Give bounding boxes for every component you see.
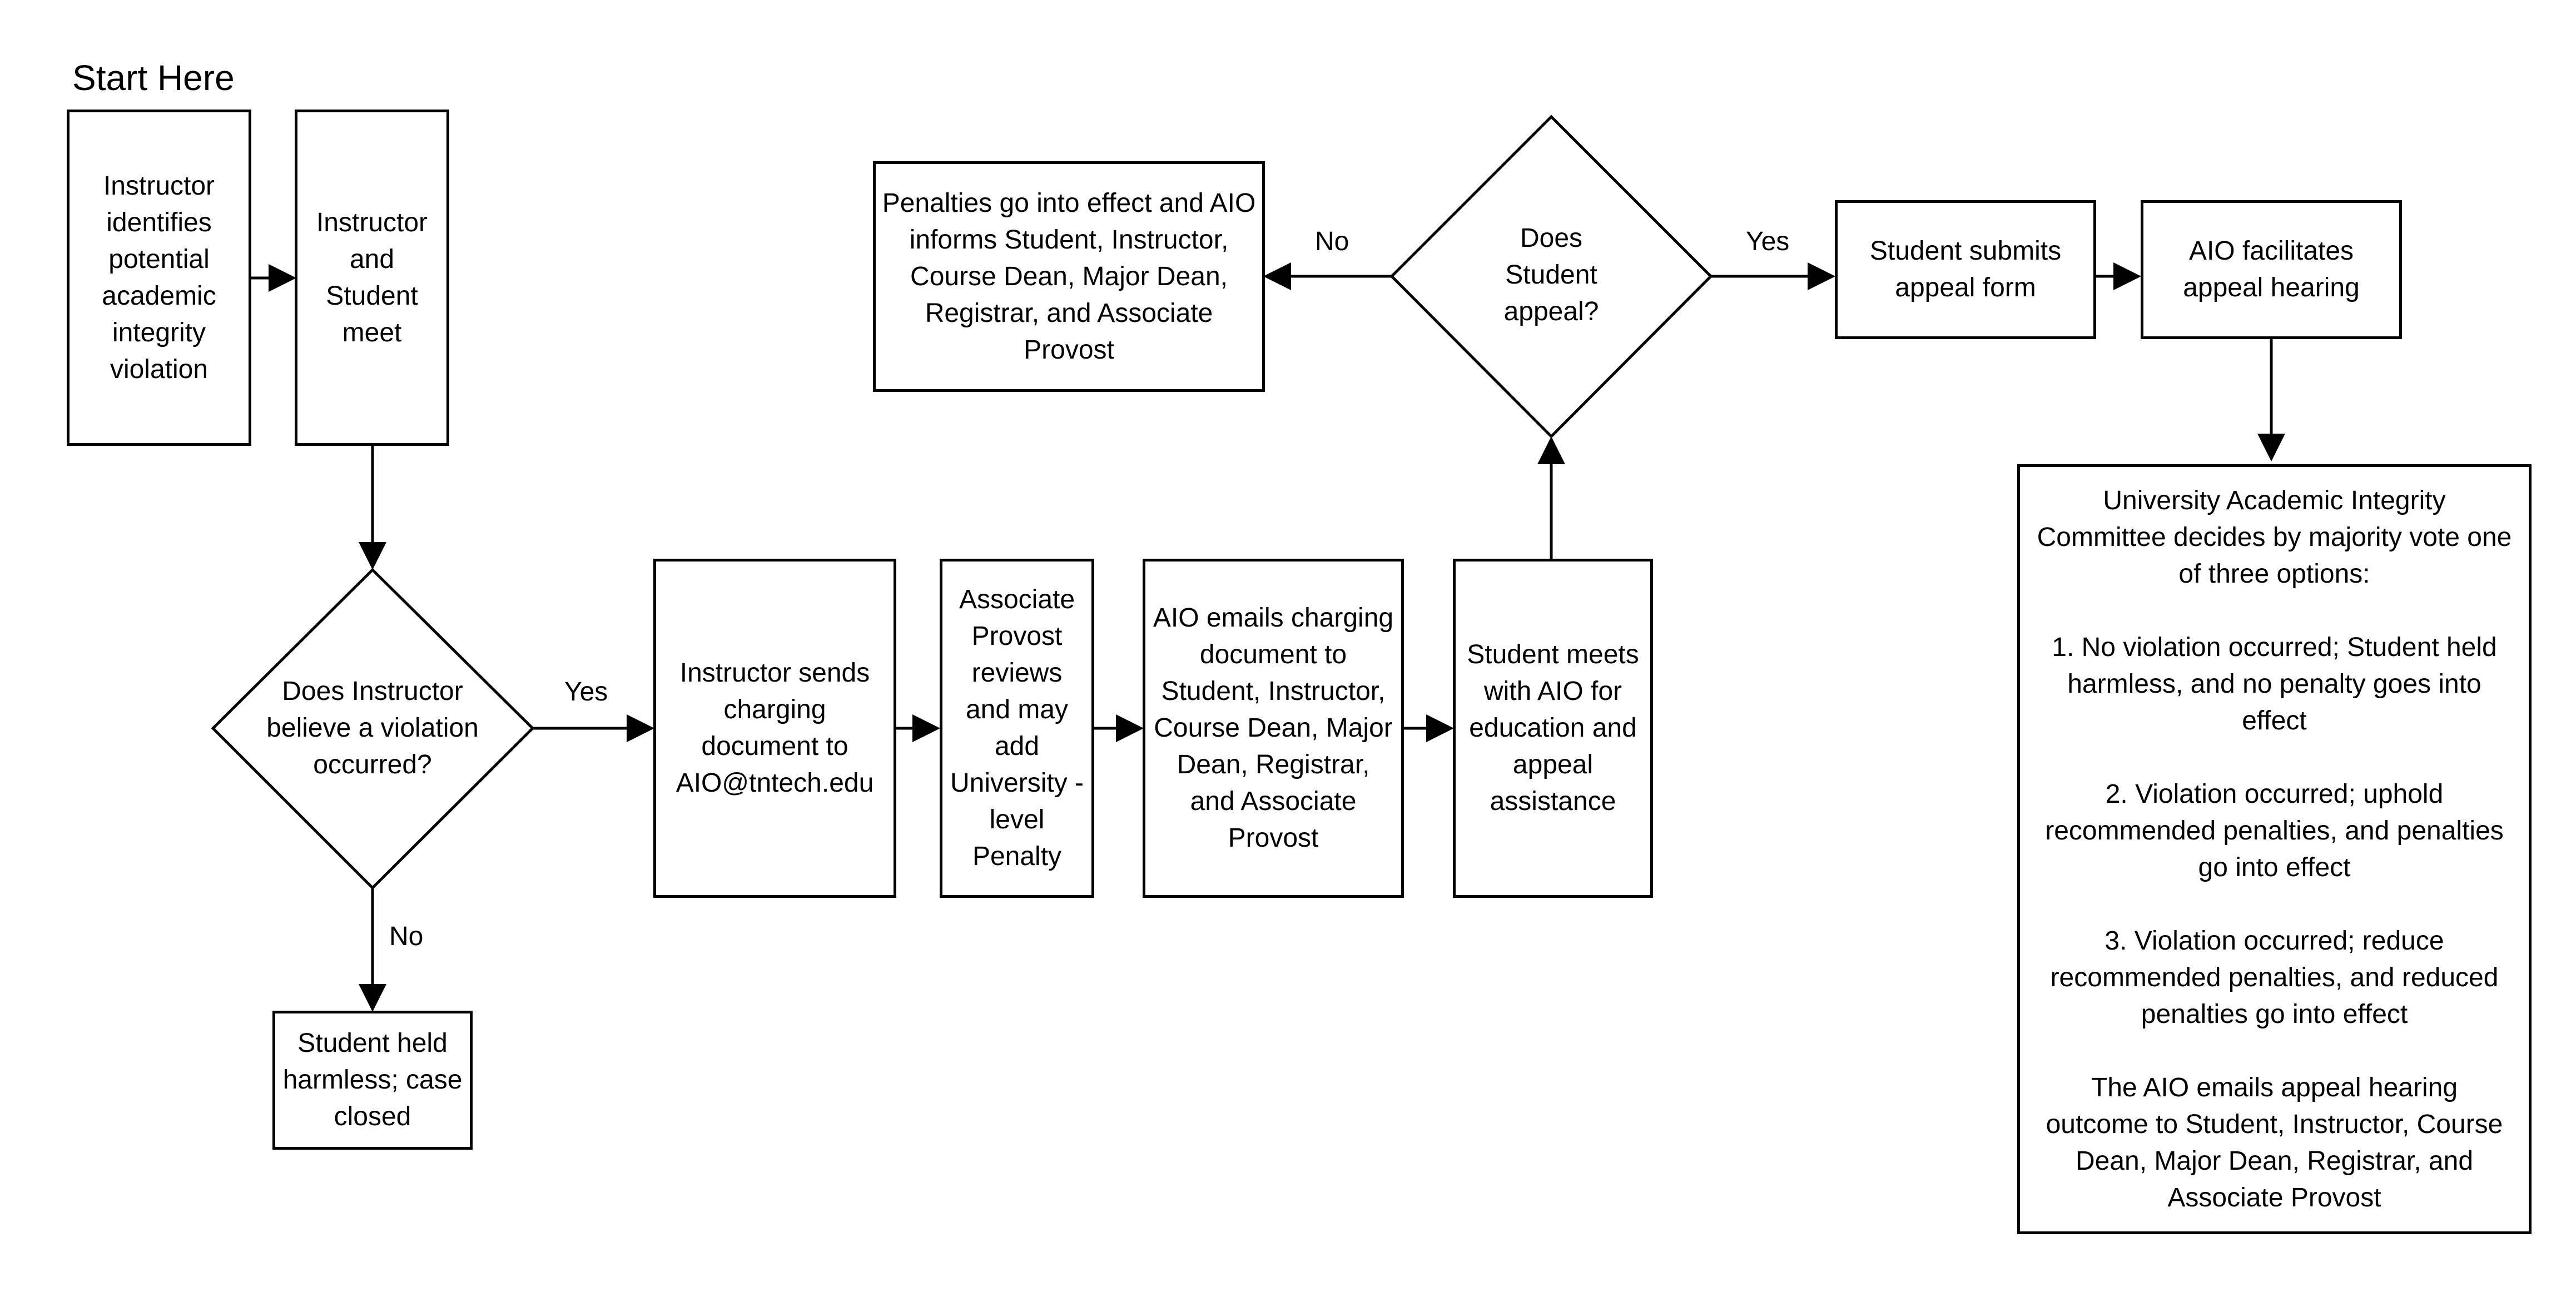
node-committee: University Academic Integrity Committee … — [2017, 464, 2532, 1234]
node-sends: Instructor sends charging document to AI… — [653, 559, 896, 898]
node-provost-review: Associate Provost reviews and may add Un… — [940, 559, 1094, 898]
node-meets-aio: Student meets with AIO for education and… — [1453, 559, 1653, 898]
label-yes-appeal: Yes — [1746, 227, 1790, 256]
label-yes-charge: Yes — [564, 677, 608, 707]
start-here-label: Start Here — [72, 58, 235, 98]
node-penalties: Penalties go into effect and AIO informs… — [873, 161, 1265, 392]
node-believe: Does Instructor believe a violation occu… — [266, 677, 479, 779]
label-no-appeal: No — [1315, 227, 1349, 256]
node-aio-emails: AIO emails charging document to Student,… — [1143, 559, 1404, 898]
node-identify: Instructor identifies potential academic… — [67, 110, 251, 446]
node-submits: Student submits appeal form — [1835, 200, 2096, 339]
label-no-charge: No — [389, 922, 424, 951]
node-meet: Instructor and Student meet — [295, 110, 449, 446]
node-appeal-question: Does Student appeal? — [1503, 223, 1599, 326]
node-hearing: AIO facilitates appeal hearing — [2141, 200, 2402, 339]
node-harmless: Student held harmless; case closed — [272, 1011, 473, 1150]
